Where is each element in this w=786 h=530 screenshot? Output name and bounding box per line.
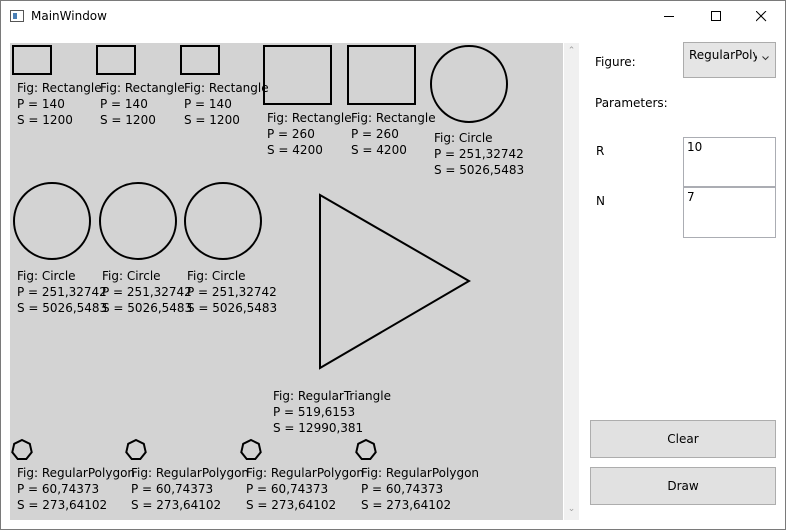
perimeter-text: P = 140 bbox=[17, 97, 65, 111]
window-title: MainWindow bbox=[31, 9, 107, 23]
area-text: S = 5026,5483 bbox=[187, 301, 278, 315]
heptagon-shape bbox=[240, 438, 262, 460]
drawing-canvas[interactable]: Fig: Rectangle P = 140 S = 1200 Fig: Rec… bbox=[10, 43, 563, 520]
area-text: S = 273,64102 bbox=[17, 498, 108, 512]
circle-shape bbox=[184, 182, 262, 260]
area-text: S = 1200 bbox=[100, 113, 156, 127]
figure-type-text: Fig: Rectangle bbox=[351, 111, 436, 125]
perimeter-text: P = 519,6153 bbox=[273, 405, 356, 419]
figure-type-text: Fig: Rectangle bbox=[100, 81, 185, 95]
area-text: S = 1200 bbox=[17, 113, 73, 127]
perimeter-text: P = 251,32742 bbox=[187, 285, 277, 299]
shape-info: Fig: Rectangle P = 140 S = 1200 bbox=[17, 80, 102, 128]
perimeter-text: P = 140 bbox=[184, 97, 232, 111]
circle-shape bbox=[13, 182, 91, 260]
shape-info: Fig: Rectangle P = 260 S = 4200 bbox=[267, 110, 352, 158]
close-icon bbox=[756, 11, 767, 22]
area-text: S = 5026,5483 bbox=[17, 301, 108, 315]
area-text: S = 5026,5483 bbox=[102, 301, 193, 315]
shape-info: Fig: RegularPolygon P = 60,74373 S = 273… bbox=[17, 465, 135, 513]
maximize-icon bbox=[711, 11, 721, 21]
shape-info: Fig: Rectangle P = 260 S = 4200 bbox=[351, 110, 436, 158]
rectangle-shape bbox=[180, 45, 220, 75]
area-text: S = 4200 bbox=[351, 143, 407, 157]
rectangle-shape bbox=[263, 45, 332, 105]
r-input[interactable]: 10 bbox=[683, 137, 776, 187]
clear-button[interactable]: Clear bbox=[590, 420, 776, 458]
draw-button[interactable]: Draw bbox=[590, 467, 776, 505]
triangle-shape bbox=[319, 193, 471, 370]
figure-type-text: Fig: RegularPolygon bbox=[17, 466, 136, 480]
minimize-icon bbox=[664, 16, 674, 17]
figure-type-text: Fig: Circle bbox=[187, 269, 246, 283]
minimize-button[interactable] bbox=[646, 1, 692, 31]
figure-type-text: Fig: Rectangle bbox=[17, 81, 102, 95]
perimeter-text: P = 60,74373 bbox=[361, 482, 444, 496]
area-text: S = 4200 bbox=[267, 143, 323, 157]
perimeter-text: P = 251,32742 bbox=[17, 285, 107, 299]
maximize-button[interactable] bbox=[693, 1, 739, 31]
close-button[interactable] bbox=[738, 1, 784, 31]
shapes-layer bbox=[11, 45, 508, 460]
perimeter-text: P = 251,32742 bbox=[102, 285, 192, 299]
shape-info: Fig: RegularPolygon P = 60,74373 S = 273… bbox=[361, 465, 479, 513]
figure-label: Figure: bbox=[595, 55, 636, 69]
shape-info: Fig: Circle P = 251,32742 S = 5026,5483 bbox=[17, 268, 107, 316]
parameters-label: Parameters: bbox=[595, 96, 668, 110]
area-text: S = 12990,381 bbox=[273, 421, 364, 435]
chevron-down-icon bbox=[762, 56, 769, 61]
perimeter-text: P = 260 bbox=[267, 127, 315, 141]
shape-info: Fig: Circle P = 251,32742 S = 5026,5483 bbox=[434, 130, 524, 178]
perimeter-text: P = 60,74373 bbox=[131, 482, 214, 496]
perimeter-text: P = 60,74373 bbox=[246, 482, 329, 496]
r-label: R bbox=[596, 144, 605, 158]
figure-type-text: Fig: RegularPolygon bbox=[361, 466, 480, 480]
rectangle-shape bbox=[12, 45, 52, 75]
shape-info: Fig: RegularPolygon P = 60,74373 S = 273… bbox=[246, 465, 364, 513]
shape-info: Fig: Rectangle P = 140 S = 1200 bbox=[184, 80, 269, 128]
app-window-icon bbox=[10, 10, 24, 22]
shape-info: Fig: RegularTriangle P = 519,6153 S = 12… bbox=[273, 388, 391, 436]
scroll-up-icon[interactable]: ⌃ bbox=[567, 46, 576, 56]
circle-shape bbox=[99, 182, 177, 260]
figure-selected-value: RegularPolygon bbox=[689, 48, 757, 62]
figure-type-text: Fig: Rectangle bbox=[184, 81, 269, 95]
shape-info: Fig: RegularPolygon P = 60,74373 S = 273… bbox=[131, 465, 249, 513]
area-text: S = 273,64102 bbox=[361, 498, 452, 512]
rectangle-shape bbox=[347, 45, 416, 105]
n-input[interactable]: 7 bbox=[683, 187, 776, 238]
title-bar[interactable]: MainWindow bbox=[1, 1, 785, 31]
figure-type-text: Fig: RegularPolygon bbox=[246, 466, 365, 480]
area-text: S = 273,64102 bbox=[246, 498, 337, 512]
figure-type-text: Fig: RegularTriangle bbox=[273, 389, 391, 403]
figure-type-text: Fig: Circle bbox=[102, 269, 161, 283]
scroll-down-icon[interactable]: ⌄ bbox=[567, 504, 576, 514]
figure-type-text: Fig: RegularPolygon bbox=[131, 466, 250, 480]
shape-info: Fig: Circle P = 251,32742 S = 5026,5483 bbox=[102, 268, 192, 316]
circle-shape bbox=[430, 45, 508, 123]
heptagon-shape bbox=[355, 438, 377, 460]
rectangle-shape bbox=[96, 45, 136, 75]
heptagon-shape bbox=[11, 438, 33, 460]
heptagon-shape bbox=[125, 438, 147, 460]
shape-info: Fig: Rectangle P = 140 S = 1200 bbox=[100, 80, 185, 128]
perimeter-text: P = 251,32742 bbox=[434, 147, 524, 161]
perimeter-text: P = 140 bbox=[100, 97, 148, 111]
vertical-scrollbar[interactable]: ⌃ ⌄ bbox=[564, 43, 579, 520]
figure-type-text: Fig: Rectangle bbox=[267, 111, 352, 125]
shape-info: Fig: Circle P = 251,32742 S = 5026,5483 bbox=[187, 268, 277, 316]
area-text: S = 273,64102 bbox=[131, 498, 222, 512]
figure-type-text: Fig: Circle bbox=[434, 131, 493, 145]
area-text: S = 5026,5483 bbox=[434, 163, 525, 177]
perimeter-text: P = 60,74373 bbox=[17, 482, 100, 496]
n-label: N bbox=[596, 194, 605, 208]
area-text: S = 1200 bbox=[184, 113, 240, 127]
perimeter-text: P = 260 bbox=[351, 127, 399, 141]
figure-type-text: Fig: Circle bbox=[17, 269, 76, 283]
figure-combobox[interactable]: RegularPolygon bbox=[683, 42, 776, 78]
